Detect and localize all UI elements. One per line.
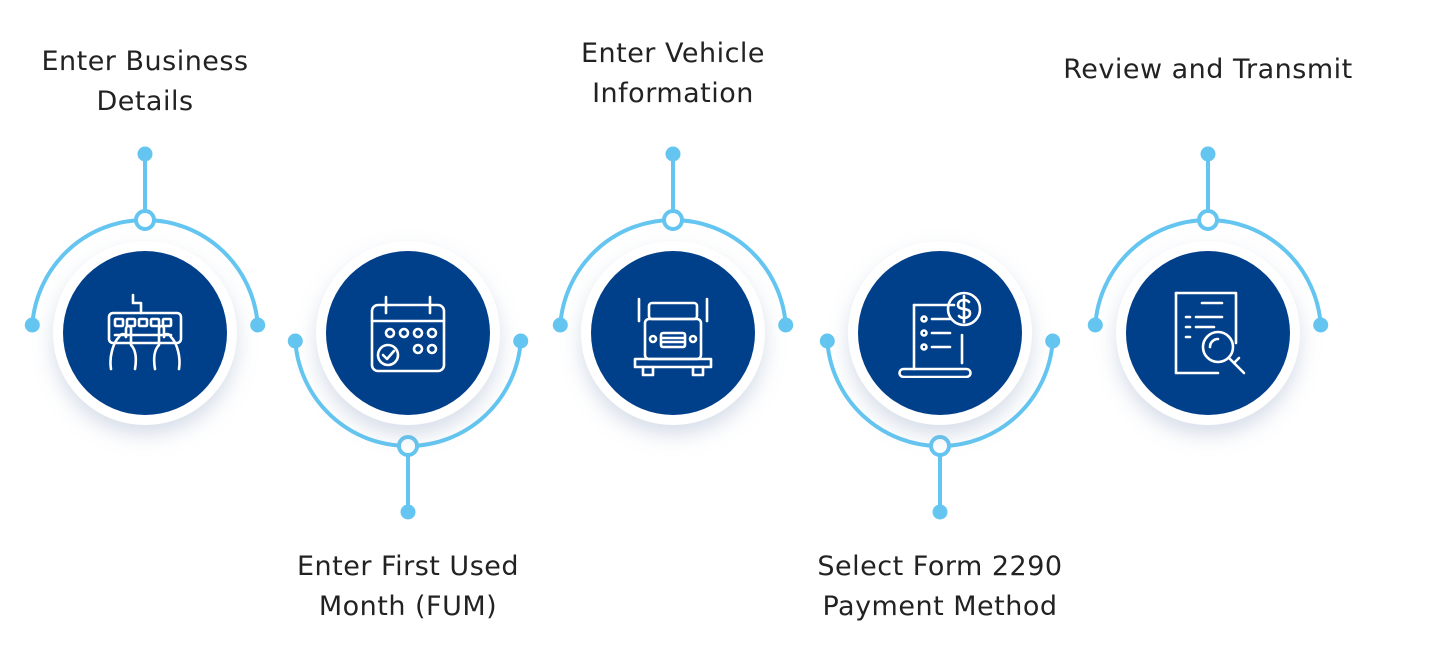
connector-end-dot	[665, 146, 681, 162]
arc-apex-node	[1197, 209, 1219, 231]
badge-circle	[63, 251, 227, 415]
step-label-line1: Enter Vehicle	[580, 38, 766, 69]
arc-apex-node	[929, 435, 951, 457]
step-3-badge	[581, 241, 765, 425]
arc-end-dot-right	[250, 317, 266, 333]
step-5-badge	[1116, 241, 1300, 425]
arc-end-dot-left	[1087, 317, 1103, 333]
step-label-line2: Information	[592, 78, 754, 109]
step-label-line1: Select Form 2290	[817, 551, 1063, 582]
step-4-graphic	[819, 333, 1061, 520]
arc-apex-node	[397, 435, 419, 457]
connector-end-dot	[932, 504, 948, 520]
step-5-label: Review and Transmit	[1048, 50, 1368, 90]
badge-circle	[1126, 251, 1290, 415]
arc-end-dot-left	[819, 333, 835, 349]
step-label-line1: Enter First Used	[296, 551, 520, 582]
arc-end-dot-right	[513, 333, 529, 349]
step-label-line1: Review and Transmit	[1063, 54, 1353, 85]
step-2-badge	[316, 241, 500, 425]
step-1-badge	[53, 241, 237, 425]
step-3-graphic	[552, 146, 794, 333]
step-label-line2: Details	[96, 86, 194, 117]
step-4-badge	[848, 241, 1032, 425]
step-5-graphic	[1087, 146, 1329, 333]
step-label-line2: Payment Method	[822, 591, 1058, 622]
step-label-line1: Enter Business	[41, 46, 249, 77]
arc-apex-node	[134, 209, 156, 231]
step-label-line2: Month (FUM)	[318, 591, 498, 622]
arc-end-dot-right	[1045, 333, 1061, 349]
arc-end-dot-right	[1313, 317, 1329, 333]
step-1-graphic	[24, 146, 266, 333]
connector-end-dot	[400, 504, 416, 520]
connector-end-dot	[137, 146, 153, 162]
arc-end-dot-left	[24, 317, 40, 333]
step-2-graphic	[287, 333, 529, 520]
arc-end-dot-left	[552, 317, 568, 333]
arc-end-dot-right	[778, 317, 794, 333]
connector-end-dot	[1200, 146, 1216, 162]
arc-end-dot-left	[287, 333, 303, 349]
arc-apex-node	[662, 209, 684, 231]
